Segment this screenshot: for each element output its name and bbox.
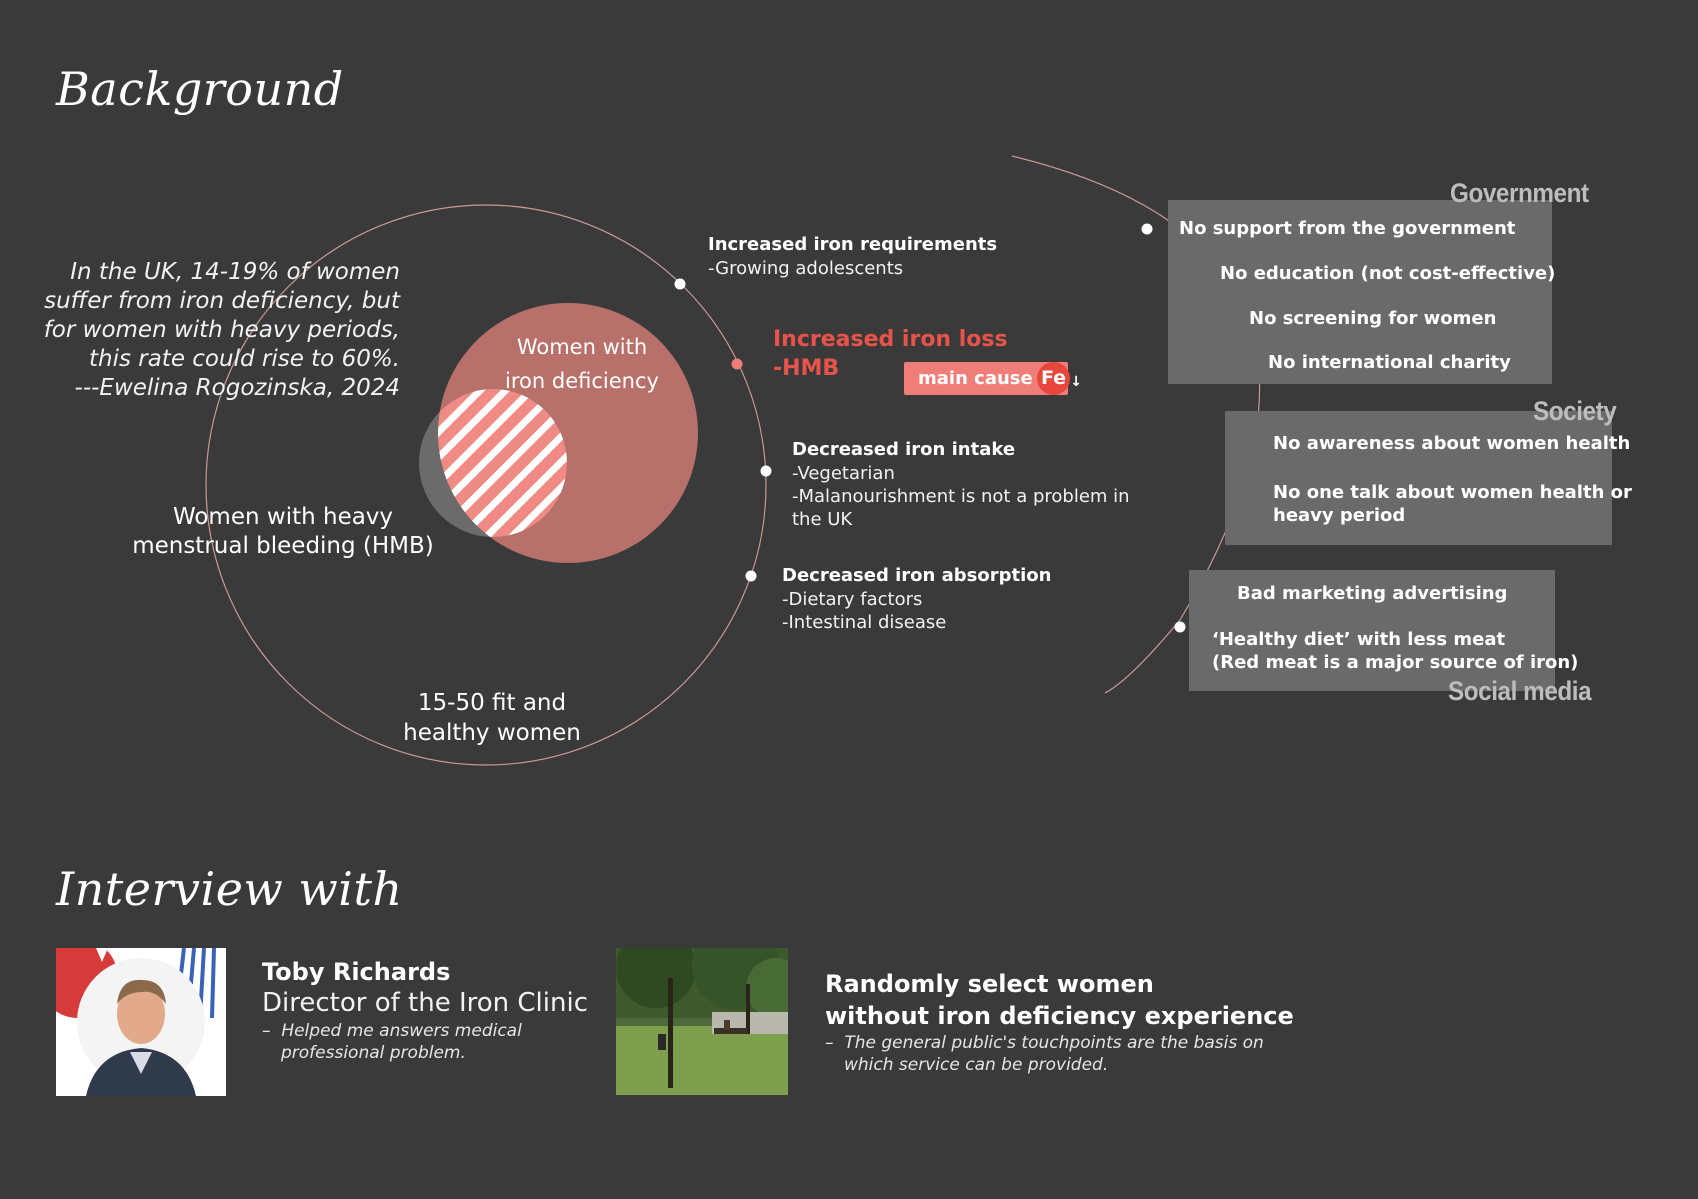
statistic-quote: In the UK, 14-19% of women suffer from i… (30, 258, 400, 403)
park-women-photo (616, 948, 788, 1095)
dot-intake (760, 465, 772, 477)
interviewee-role: Director of the Iron Clinic (262, 988, 589, 1018)
factor-title: Decreased iron intake (792, 439, 1016, 460)
government-panel (1168, 200, 1552, 384)
factor-intake: Decreased iron intake -Vegetarian -Malan… (792, 438, 1172, 531)
dot-gov-1 (1141, 223, 1153, 235)
panel-item: heavy period (1273, 505, 1406, 526)
dot-requirements (674, 278, 686, 290)
interviewee-toby: Toby Richards Director of the Iron Clini… (262, 958, 622, 1064)
quote-line: for women with heavy periods, (43, 317, 400, 343)
iron-deficiency-label: Women with iron deficiency (505, 335, 659, 393)
social-media-label: Social media (1448, 676, 1592, 706)
panel-item: No education (not cost-effective) (1220, 263, 1556, 284)
arrow-down-icon: ↓ (1070, 374, 1082, 390)
interviewee-note: – Helped me answers medical professional… (262, 1021, 522, 1063)
quote-line: In the UK, 14-19% of women (70, 259, 400, 285)
healthy-women-circle (205, 204, 767, 766)
factor-loss: Increased iron loss -HMB (773, 325, 1053, 383)
interview-title: Interview with (56, 862, 403, 916)
factor-title: Decreased iron absorption (782, 565, 1052, 586)
panel-item: Bad marketing advertising (1237, 583, 1508, 604)
panel-item: (Red meat is a major source of iron) (1212, 652, 1579, 673)
dot-loss (731, 358, 743, 370)
healthy-women-label: 15-50 fit and healthy women (403, 690, 581, 746)
panel-item: ‘Healthy diet’ with less meat (1212, 629, 1506, 650)
factor-title: Increased iron loss (773, 327, 1008, 352)
quote-line: ---Ewelina Rogozinska, 2024 (74, 375, 400, 401)
social-media-panel (1189, 570, 1555, 691)
government-label: Government (1450, 178, 1589, 208)
panel-item: No international charity (1268, 352, 1511, 373)
background-title: Background (56, 62, 344, 116)
society-panel (1225, 411, 1612, 545)
society-label: Society (1533, 396, 1617, 426)
hmb-label: Women with heavy menstrual bleeding (HMB… (132, 504, 434, 559)
quote-line: suffer from iron deficiency, but (44, 288, 400, 314)
interviewee-name: Randomly select women without iron defic… (825, 970, 1294, 1030)
panel-item: No one talk about women health or (1273, 482, 1632, 503)
toby-richards-photo (56, 948, 226, 1096)
park-photo (616, 948, 788, 1095)
panel-item: No awareness about women health (1273, 433, 1631, 454)
iron-fe-icon: Fe (1037, 362, 1070, 395)
factor-requirements: Increased iron requirements -Growing ado… (708, 233, 1028, 280)
interviewee-name: Toby Richards (262, 958, 451, 986)
interviewee-note: – The general public's touchpoints are t… (825, 1033, 1264, 1075)
panel-item: No support from the government (1179, 218, 1516, 239)
panel-item: No screening for women (1249, 308, 1497, 329)
dot-media-2 (1174, 621, 1186, 633)
interviewee-public: Randomly select women without iron defic… (825, 968, 1385, 1076)
avatar (56, 948, 226, 1096)
dot-absorption (745, 570, 757, 582)
quote-line: this rate could rise to 60%. (88, 346, 400, 372)
factor-title: Increased iron requirements (708, 234, 998, 255)
main-cause-badge: main cause Fe ↓ (904, 362, 1082, 395)
factor-absorption: Decreased iron absorption -Dietary facto… (782, 564, 1102, 634)
